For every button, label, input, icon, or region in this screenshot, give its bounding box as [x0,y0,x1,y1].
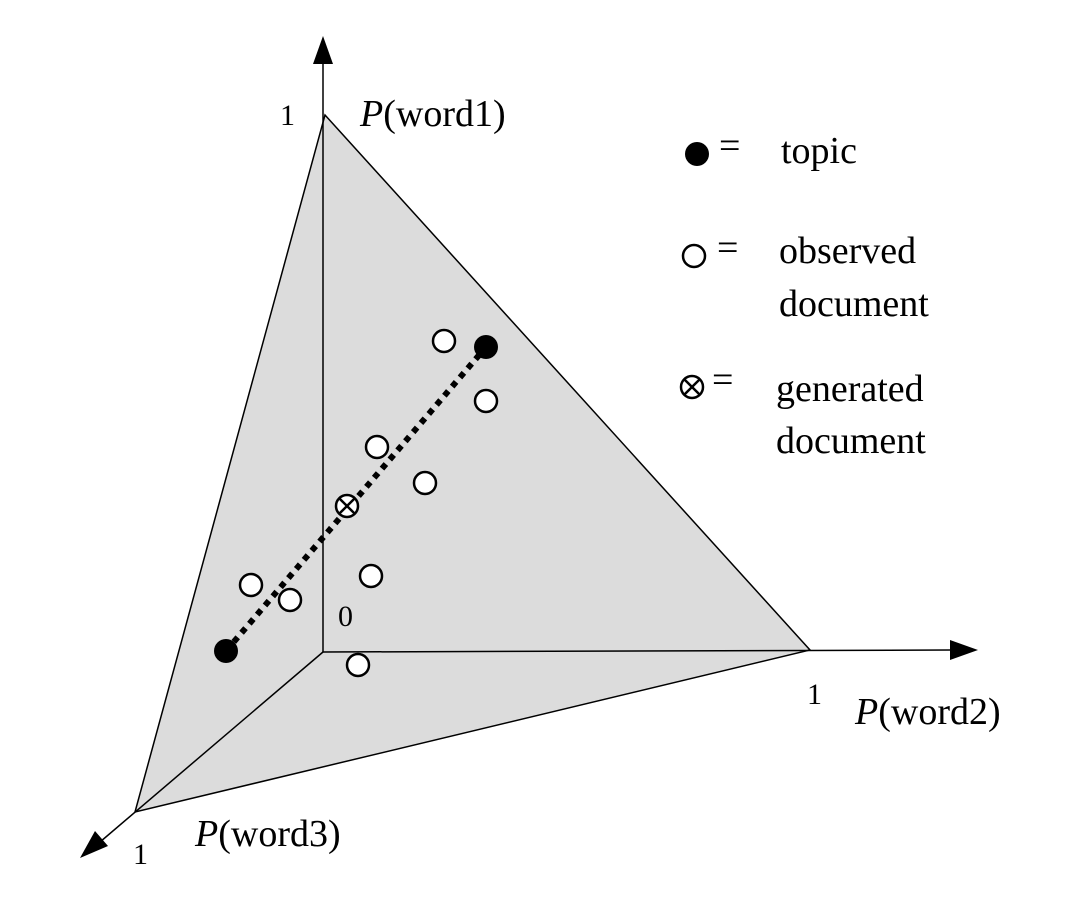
legend-topic-eq: = [719,125,740,167]
legend-topic-icon [685,142,709,166]
axis-word2 [322,649,951,653]
legend-generated-label-line1: generated [776,368,924,410]
legend-observed-label-line2: document [779,283,929,325]
axis-word2-label: P(word2) [854,691,1001,733]
axes [80,36,978,858]
axis-word3-tick: 1 [133,838,148,871]
axis-word2-arrowhead [950,640,978,660]
observed-document-point [364,434,390,460]
observed-document-point [358,563,384,589]
axis-word3 [99,651,324,843]
legend-topic-label: topic [781,130,857,172]
observed-document-point [277,587,303,613]
legend-observed-eq: = [717,227,738,269]
axis-word3-label: P(word3) [194,813,341,855]
axis-word1-tick: 1 [280,99,295,132]
observed-document-point [412,470,438,496]
topic-point [214,639,238,663]
origin-label: 0 [338,600,353,633]
legend-generated-icon [679,374,705,400]
observed-document-point [238,572,264,598]
axis-word2-tick: 1 [807,678,822,711]
legend-observed-icon [681,243,707,269]
axis-word1-label: P(word1) [359,93,506,135]
axis-word1-arrowhead [313,36,333,64]
legend-generated-label-line2: document [776,420,926,462]
legend: = topic = observed document = generated … [679,125,929,462]
generated-document-point [334,493,360,519]
observed-documents [238,328,499,678]
word-simplex-plane [133,113,812,814]
legend-generated-eq: = [712,359,733,401]
legend-observed-label-line1: observed [779,230,916,272]
topic-point [474,335,498,359]
observed-document-point [473,388,499,414]
observed-document-point [431,328,457,354]
axis-word3-arrowhead [80,831,108,858]
observed-document-point [345,652,371,678]
